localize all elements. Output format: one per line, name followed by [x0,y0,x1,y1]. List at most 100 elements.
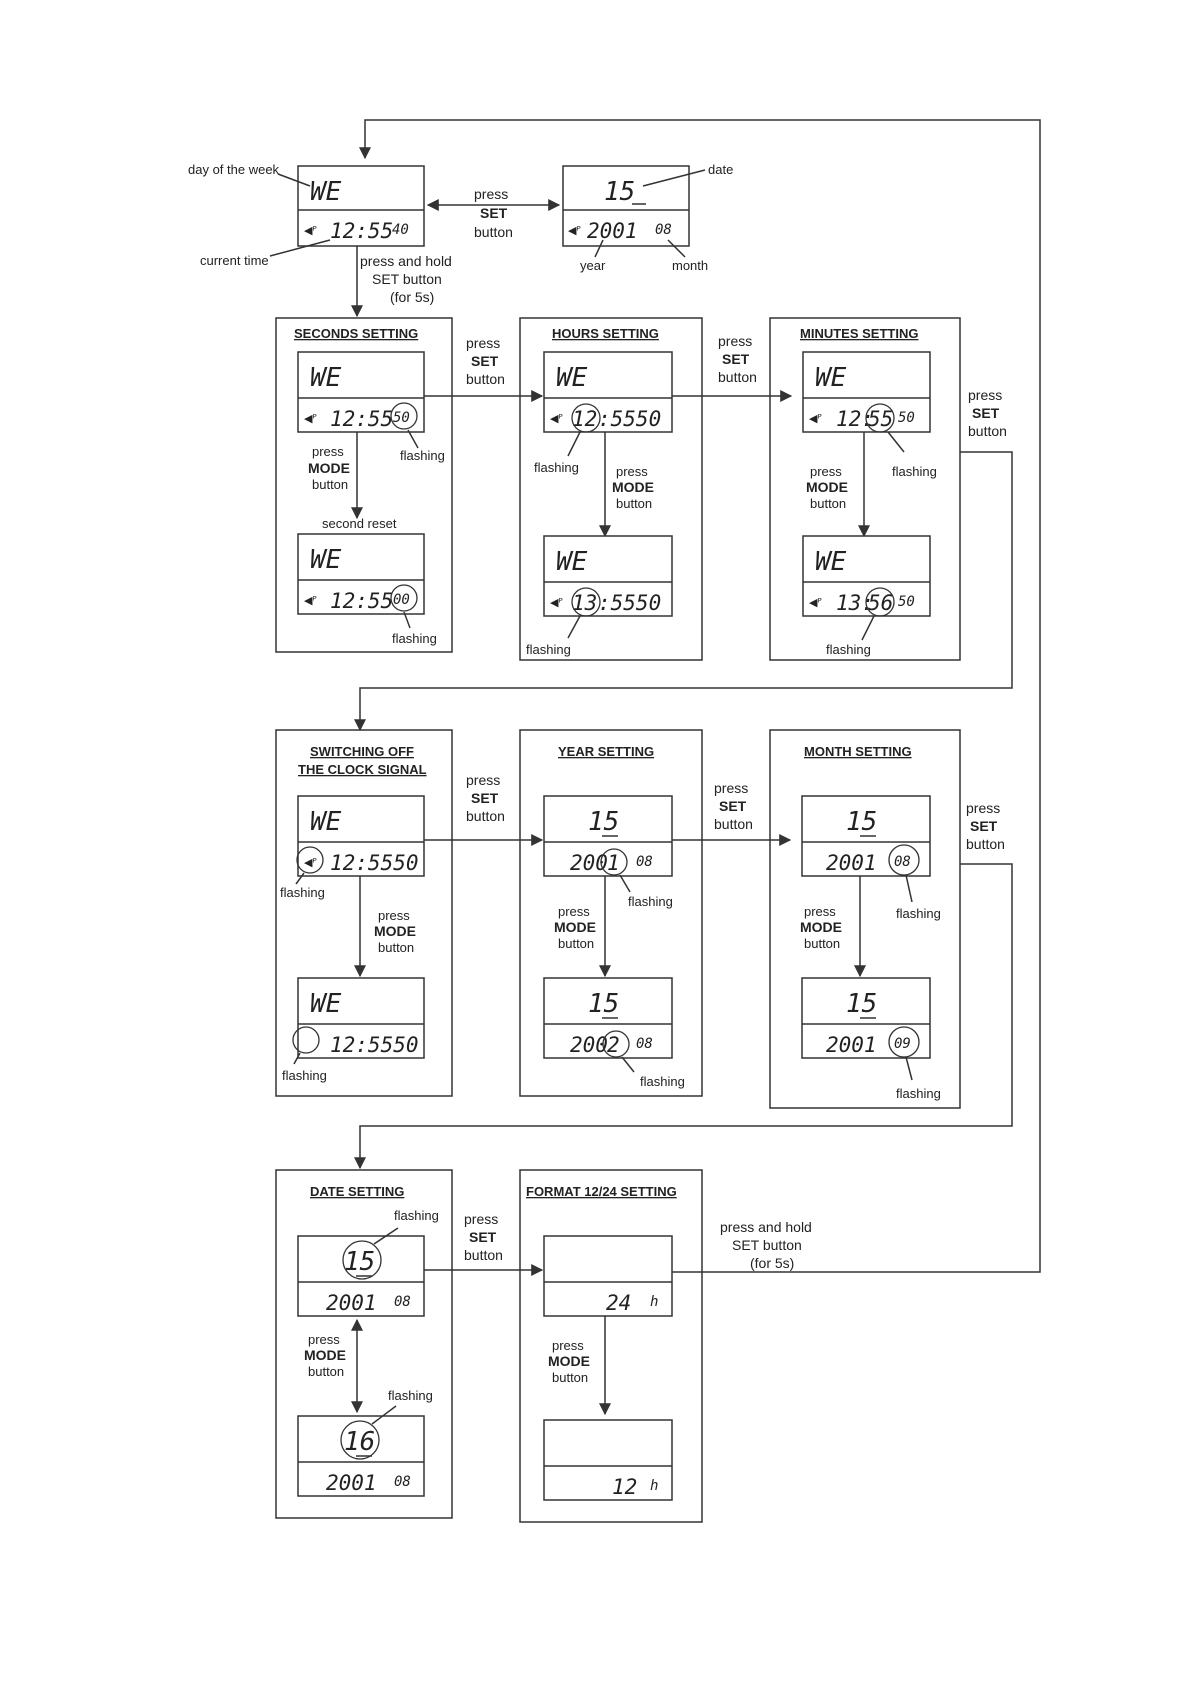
lcd-date: 15 [588,989,619,1019]
lcd-day: WE [310,545,342,575]
lcd-month: 08 [636,854,653,870]
panel-title: MINUTES SETTING [800,326,918,341]
action-label: press [378,908,410,923]
flashing-label: flashing [628,894,673,909]
lcd-date: 15 [588,807,619,837]
action-label: press [558,904,590,919]
lcd-time: 12:5550 [330,851,419,875]
lcd-day: WE [310,807,342,837]
action-label: (for 5s) [750,1255,794,1271]
lcd-date: 16 [344,1427,375,1457]
lcd-month: 08 [394,1474,411,1490]
flashing-label: flashing [826,642,871,657]
panel-title: HOURS SETTING [552,326,659,341]
lcd-seconds: 00 [393,592,410,608]
action-label: button [464,1247,503,1263]
flashing-label: flashing [388,1388,433,1403]
panel-title: YEAR SETTING [558,744,654,759]
lcd-format: 12 [612,1475,637,1499]
flashing-label: flashing [394,1208,439,1223]
action-label: press and hold [360,253,452,269]
lcd-year: 2001 [326,1291,377,1315]
action-label: press [616,464,648,479]
panel-title: FORMAT 12/24 SETTING [526,1184,677,1199]
action-label: MODE [374,923,416,939]
action-label: button [558,936,594,951]
radio-signal-icon: ◀ᴾ [304,224,317,237]
action-label: MODE [308,460,350,476]
action-label: press [474,186,508,202]
radio-signal-icon: ◀ᴾ [809,596,822,609]
callout-day-of-week: day of the week [188,162,280,177]
action-label: press [312,444,344,459]
action-label: SET button [732,1237,802,1253]
flashing-label: flashing [282,1068,327,1083]
action-label: press [714,780,748,796]
action-label: press [966,800,1000,816]
panel-month-setting: MONTH SETTING 15 2001 08 flashing press … [769,729,961,1109]
lcd-format-unit: h [650,1478,658,1494]
action-label: SET [480,205,508,221]
action-label: button [616,496,652,511]
action-label: MODE [554,919,596,935]
action-label: press [464,1211,498,1227]
lcd-year-digit: 2 [607,1033,620,1057]
flashing-label: flashing [280,885,325,900]
lcd-day: WE [310,177,342,207]
lcd-day: WE [815,547,847,577]
action-label: button [804,936,840,951]
lcd-year-fixed: 200 [570,851,608,875]
action-label: SET [722,351,750,367]
lcd-date: 15 [344,1247,375,1277]
panel-date-setting: DATE SETTING 15 2001 08 flashing press M… [275,1169,453,1519]
action-label: button [378,940,414,955]
action-label: second reset [322,516,397,531]
lcd-year: 2001 [826,851,877,875]
flashing-label: flashing [400,448,445,463]
panel-title: SECONDS SETTING [294,326,418,341]
lcd-date: 15 [604,177,635,207]
panel-title: SWITCHING OFF [310,744,414,759]
action-label: press [810,464,842,479]
action-label: press [718,333,752,349]
action-label: button [552,1370,588,1385]
top-lcd-day-time: WE ◀ᴾ 12:55 40 [297,165,425,247]
lcd-time-rest: :5550 [598,591,661,615]
lcd-date: 15 [846,989,877,1019]
action-label: button [466,808,505,824]
action-label: (for 5s) [390,289,434,305]
action-label: press and hold [720,1219,812,1235]
callout-month: month [672,258,708,273]
panel-title: THE CLOCK SIGNAL [298,762,427,777]
action-label: button [714,816,753,832]
lcd-month: 08 [894,854,911,870]
lcd-minutes: 55 [868,407,893,431]
radio-signal-icon: ◀ᴾ [304,594,317,607]
action-label: press [466,772,500,788]
lcd-format-unit: h [650,1294,658,1310]
action-label: button [966,836,1005,852]
callout-year: year [580,258,606,273]
radio-signal-icon: ◀ᴾ [550,412,563,425]
action-label: MODE [548,1353,590,1369]
lcd-day: WE [310,363,342,393]
lcd-day: WE [556,547,588,577]
radio-signal-icon: ◀ᴾ [809,412,822,425]
radio-signal-icon: ◀ᴾ [304,856,317,869]
action-label: SET [972,405,1000,421]
panel-year-setting: YEAR SETTING 15 200 1 08 flashing press … [519,729,703,1097]
lcd-time-rest: :5550 [598,407,661,431]
action-label: SET [469,1229,497,1245]
radio-signal-icon: ◀ᴾ [568,224,581,237]
callout-date: date [708,162,733,177]
radio-signal-icon: ◀ᴾ [550,596,563,609]
action-label: press [968,387,1002,403]
action-label: press [552,1338,584,1353]
lcd-seconds: 50 [898,594,915,610]
lcd-year: 2001 [326,1471,377,1495]
action-label: SET [970,818,998,834]
action-label: button [474,224,513,240]
lcd-day: WE [310,989,342,1019]
lcd-year: 2001 [826,1033,877,1057]
